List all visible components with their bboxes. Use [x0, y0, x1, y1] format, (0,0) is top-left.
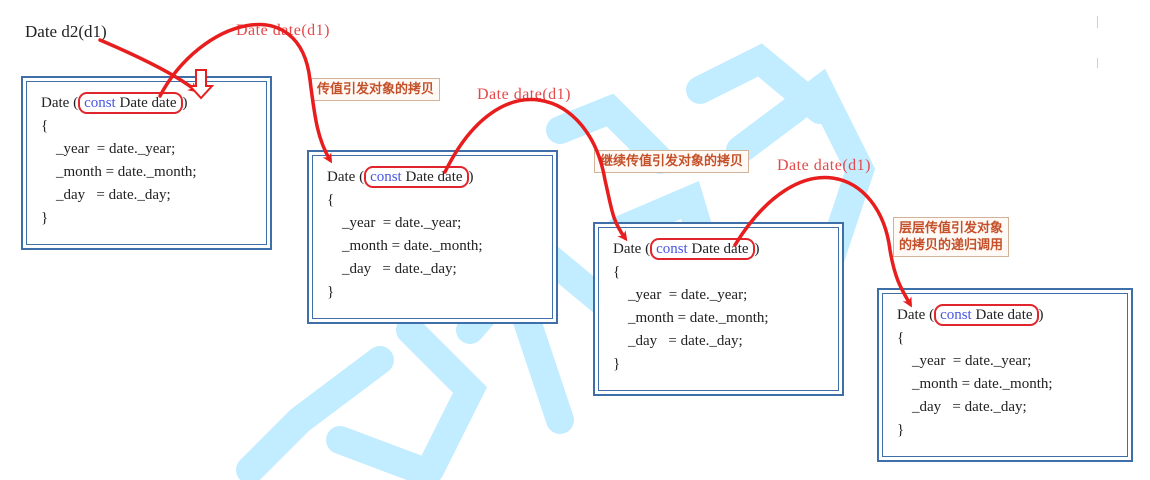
- brace-close: }: [41, 210, 49, 226]
- code-block-3: Date (const Date date) { _year = date._y…: [593, 222, 844, 396]
- note-recursive-copy: 层层传值引发对象 的拷贝的递归调用: [893, 217, 1010, 257]
- const-keyword: const: [940, 307, 972, 323]
- signature-line: Date (const Date date): [897, 304, 1127, 327]
- brace-close: }: [327, 284, 335, 300]
- code-line-year: _year = date._year;: [897, 353, 1032, 369]
- code-block-2: Date (const Date date) { _year = date._y…: [307, 150, 558, 324]
- code-line-day: _day = date._day;: [327, 261, 457, 277]
- signature-line: Date (const Date date): [613, 238, 838, 261]
- code-line-month: _month = date._month;: [613, 310, 769, 326]
- parameter-highlight: const Date date: [78, 92, 183, 114]
- divider-mark: [1097, 16, 1098, 28]
- param-text: Date date: [971, 307, 1033, 323]
- const-keyword: const: [84, 95, 116, 111]
- sig-open: Date (: [613, 241, 651, 257]
- signature-line: Date (const Date date): [41, 92, 266, 115]
- code-block-4: Date (const Date date) { _year = date._y…: [877, 288, 1133, 462]
- recursive-call-label-1: Date date(d1): [236, 22, 331, 39]
- code-line-day: _day = date._day;: [41, 187, 171, 203]
- code-line-day: _day = date._day;: [613, 333, 743, 349]
- sig-close: ): [468, 169, 474, 185]
- sig-open: Date (: [41, 95, 79, 111]
- parameter-highlight: const Date date: [364, 166, 469, 188]
- const-keyword: const: [656, 241, 688, 257]
- sig-close: ): [182, 95, 188, 111]
- const-keyword: const: [370, 169, 402, 185]
- initial-call-text: Date d2(d1): [25, 22, 107, 41]
- divider-mark: [1097, 58, 1098, 68]
- code-line-year: _year = date._year;: [41, 141, 176, 157]
- code-line-day: _day = date._day;: [897, 399, 1027, 415]
- param-text: Date date: [687, 241, 749, 257]
- note-continue-copy: 继续传值引发对象的拷贝: [594, 150, 750, 173]
- sig-open: Date (: [897, 307, 935, 323]
- param-text: Date date: [115, 95, 177, 111]
- sig-close: ): [1038, 307, 1044, 323]
- parameter-highlight: const Date date: [650, 238, 755, 260]
- note-recursive-copy-line-2: 的拷贝的递归调用: [899, 238, 1004, 253]
- brace-open: {: [41, 118, 49, 134]
- code-line-month: _month = date._month;: [327, 238, 483, 254]
- brace-close: }: [613, 356, 621, 372]
- brace-open: {: [327, 192, 335, 208]
- code-line-year: _year = date._year;: [613, 287, 748, 303]
- note-copy-by-value: 传值引发对象的拷贝: [311, 78, 441, 101]
- code-line-year: _year = date._year;: [327, 215, 462, 231]
- recursive-call-label-3: Date date(d1): [777, 157, 872, 174]
- brace-close: }: [897, 422, 905, 438]
- param-text: Date date: [401, 169, 463, 185]
- note-recursive-copy-line-1: 层层传值引发对象: [899, 221, 1004, 236]
- brace-open: {: [613, 264, 621, 280]
- code-block-1: Date (const Date date) { _year = date._y…: [21, 76, 272, 250]
- code-line-month: _month = date._month;: [41, 164, 197, 180]
- code-line-month: _month = date._month;: [897, 376, 1053, 392]
- recursive-call-label-2: Date date(d1): [477, 86, 572, 103]
- parameter-highlight: const Date date: [934, 304, 1039, 326]
- brace-open: {: [897, 330, 905, 346]
- sig-close: ): [754, 241, 760, 257]
- sig-open: Date (: [327, 169, 365, 185]
- signature-line: Date (const Date date): [327, 166, 552, 189]
